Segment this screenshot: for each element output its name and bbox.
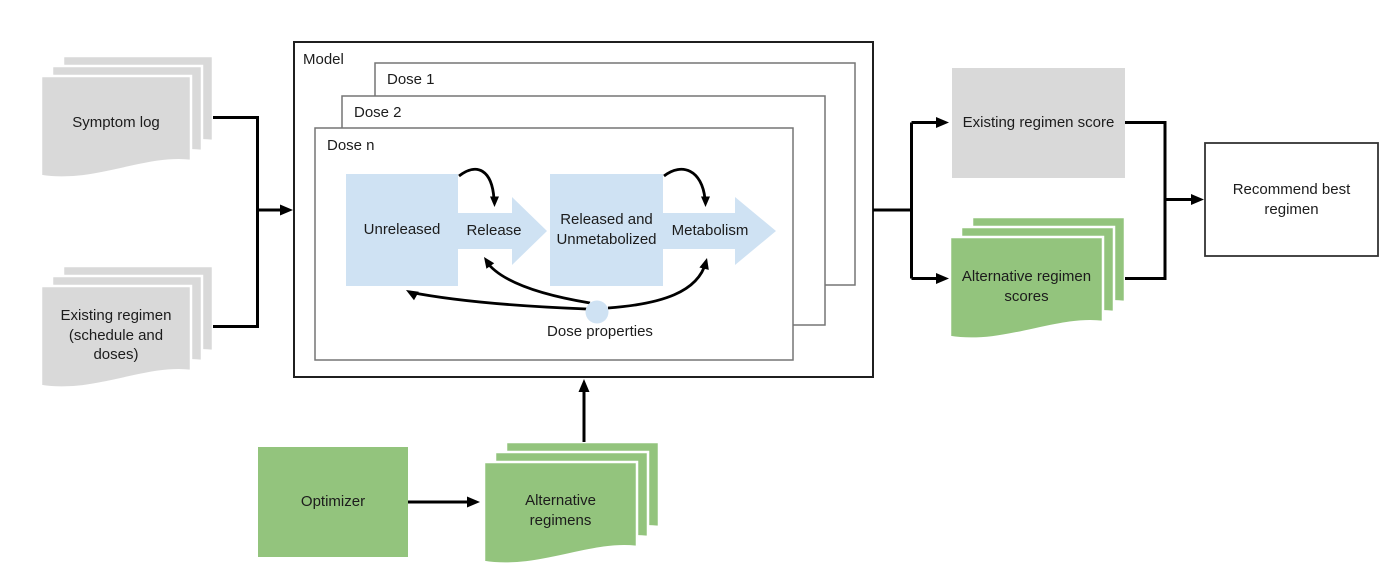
model-output-branch [873, 122, 913, 279]
metabolism-block-arrow [663, 197, 776, 265]
recommend-best-regimen-label: Recommend best regimen [1232, 180, 1351, 218]
existing-regimen-score-box [952, 68, 1125, 178]
branch-to-alt-scores-arrowhead [936, 273, 949, 284]
existing-regimen-sheet-front [39, 284, 193, 389]
branch-to-score-arrowhead [936, 117, 949, 128]
unreleased-box [346, 174, 458, 286]
metabolism-label: Metabolism [671, 222, 749, 240]
alternative-regimen-scores-stack [948, 215, 1127, 340]
model-title: Model [303, 51, 344, 68]
existing-regimen-stack [39, 264, 215, 389]
release-label: Release [466, 222, 522, 240]
dose-properties-to-unreleased-curve [408, 290, 588, 311]
alt-regimens-to-model-arrowhead [578, 379, 590, 392]
alt-regimens-sheet-front [482, 460, 639, 565]
inputs-to-model-arrowhead [280, 204, 293, 216]
dose-n-label: Dose n [327, 137, 375, 154]
alt-scores-sheet-front [948, 235, 1105, 340]
released-unmetabolized-box [550, 174, 663, 286]
unreleased-label: Unreleased [363, 221, 441, 239]
symptom-log-label: Symptom log [72, 114, 160, 132]
dose-2-label: Dose 2 [354, 104, 402, 121]
scores-merge-connector [1125, 121, 1167, 280]
alternative-regimens-label: Alternative regimens [525, 492, 596, 529]
unreleased-to-release-curve [458, 167, 496, 200]
released-unmetabolized-label: Released and Unmetabolized [556, 211, 657, 248]
dose-1-label: Dose 1 [387, 71, 435, 88]
existing-regimen-label: Existing regimen (schedule and doses) [60, 306, 172, 364]
symptom-log-stack [39, 54, 215, 179]
optimizer-label: Optimizer [300, 493, 366, 511]
dose-properties-to-release-curve [484, 260, 591, 305]
dose-properties-to-metabolism-arrowhead [699, 258, 709, 270]
unreleased-to-release-arrowhead [490, 196, 499, 207]
existing-regimen-score-label: Existing regimen score [962, 114, 1115, 132]
merge-to-recommend-arrowhead [1191, 194, 1204, 205]
inputs-elbow-connector [213, 116, 259, 328]
optimizer-to-alt-regimens-arrowhead [467, 496, 480, 508]
symptom-log-sheet-front [39, 74, 193, 179]
recommend-best-regimen-box [1204, 142, 1379, 257]
dose-properties-to-unreleased-arrowhead [406, 290, 419, 301]
released-to-metabolism-curve [663, 167, 707, 200]
dose-properties-to-release-arrowhead [484, 257, 495, 269]
dose-properties-label: Dose properties [547, 323, 653, 341]
release-block-arrow [458, 197, 547, 265]
dose-properties-node [585, 300, 609, 324]
optimizer-box [258, 447, 408, 557]
alternative-regimen-scores-label: Alternative regimen scores [961, 268, 1092, 305]
dose-properties-to-metabolism-curve [607, 261, 708, 310]
released-to-metabolism-arrowhead [701, 196, 710, 207]
alternative-regimens-stack [482, 440, 661, 565]
